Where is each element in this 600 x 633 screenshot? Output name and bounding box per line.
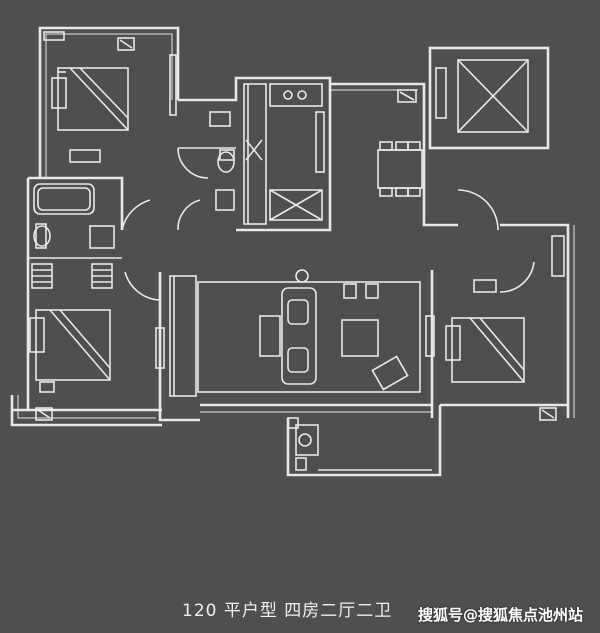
dining-area (377, 89, 423, 197)
balcony (287, 417, 432, 471)
bathroom-left (28, 183, 122, 289)
elevator-shaft (435, 59, 529, 231)
plan-caption: 120 平户型 四房二厅二卫 (182, 601, 393, 621)
bedroom-bottom-left (29, 199, 161, 421)
kitchen (243, 83, 325, 225)
bedroom-right (425, 235, 565, 421)
outer-walls (10, 26, 570, 477)
bedroom-top-left (43, 31, 177, 163)
living-room (155, 269, 421, 397)
watermark-text: 搜狐号@搜狐焦点池州站 (418, 606, 584, 624)
inner-wall-lines (17, 33, 575, 419)
bathroom-middle (177, 111, 236, 231)
